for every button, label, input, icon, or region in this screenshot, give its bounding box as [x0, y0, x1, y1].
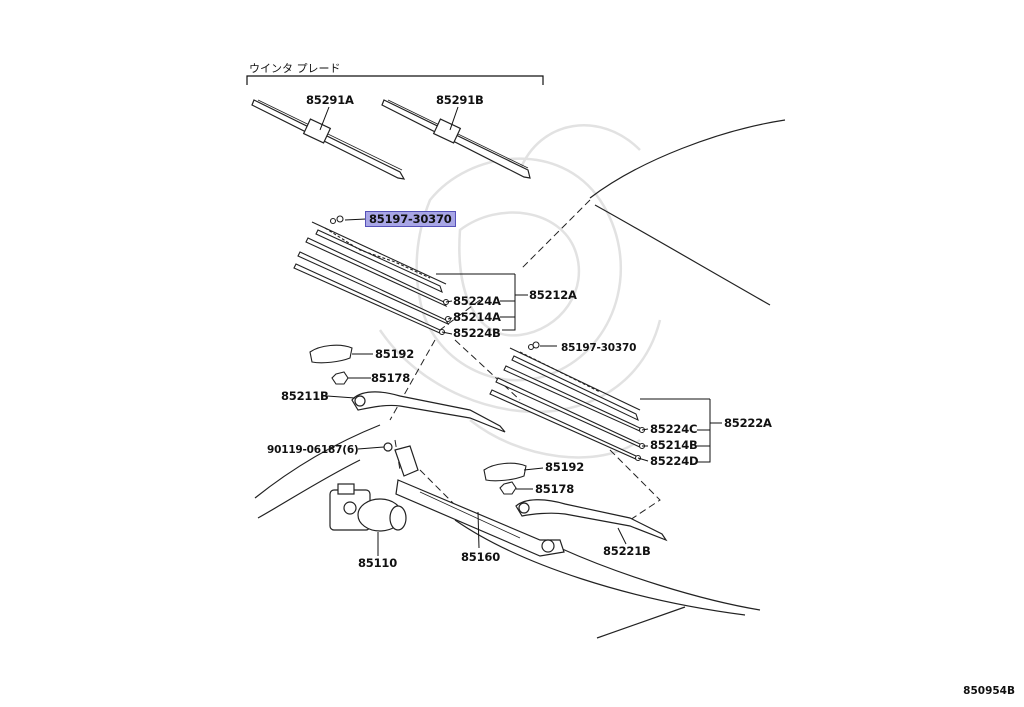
part-label-85221B[interactable]: 85221B	[603, 544, 651, 558]
part-label-85224C[interactable]: 85224C	[650, 422, 698, 436]
part-label-85291A[interactable]: 85291A	[306, 93, 354, 107]
part-label-85214B[interactable]: 85214B	[650, 438, 698, 452]
leader-lines	[319, 106, 722, 556]
part-label-85192-left[interactable]: 85192	[375, 347, 415, 361]
part-label-85197-highlighted[interactable]: 85197-30370	[365, 211, 456, 227]
wiper-blade-85291B	[381, 99, 531, 179]
part-label-85224A[interactable]: 85224A	[453, 294, 501, 308]
part-label-85214A[interactable]: 85214A	[453, 310, 501, 324]
part-label-85291B[interactable]: 85291B	[436, 93, 484, 107]
hood-outline	[254, 119, 786, 639]
wiper-arm-85221B	[515, 499, 668, 542]
part-label-85110[interactable]: 85110	[358, 556, 398, 570]
nut-left	[331, 371, 349, 385]
wiper-blade-85291A	[251, 99, 406, 180]
diagram-reference-id: 850954B	[963, 685, 1015, 697]
part-label-90119[interactable]: 90119-06187(6)	[267, 444, 359, 456]
part-label-85160[interactable]: 85160	[461, 550, 501, 564]
part-label-85178-left[interactable]: 85178	[371, 371, 411, 385]
group-bracket	[246, 75, 544, 85]
group-header: ウインタ プレード	[249, 62, 341, 75]
part-label-85222A[interactable]: 85222A	[724, 416, 772, 430]
arm-head-cap-left	[309, 344, 353, 364]
part-label-85192-right[interactable]: 85192	[545, 460, 585, 474]
wiper-motor-85110	[329, 483, 407, 532]
part-label-85197-right[interactable]: 85197-30370	[561, 342, 637, 354]
wiper-arm-85211B	[351, 391, 506, 433]
part-label-85211B[interactable]: 85211B	[281, 389, 329, 403]
part-label-85224B[interactable]: 85224B	[453, 326, 501, 340]
part-label-85178-right[interactable]: 85178	[535, 482, 575, 496]
part-label-85224D[interactable]: 85224D	[650, 454, 699, 468]
blade-assembly-left	[293, 215, 452, 336]
arm-head-cap-right	[483, 462, 527, 482]
nut-right	[499, 481, 517, 495]
blade-assembly-right	[489, 341, 646, 462]
wiper-link-85160	[383, 442, 565, 557]
part-label-85212A[interactable]: 85212A	[529, 288, 577, 302]
